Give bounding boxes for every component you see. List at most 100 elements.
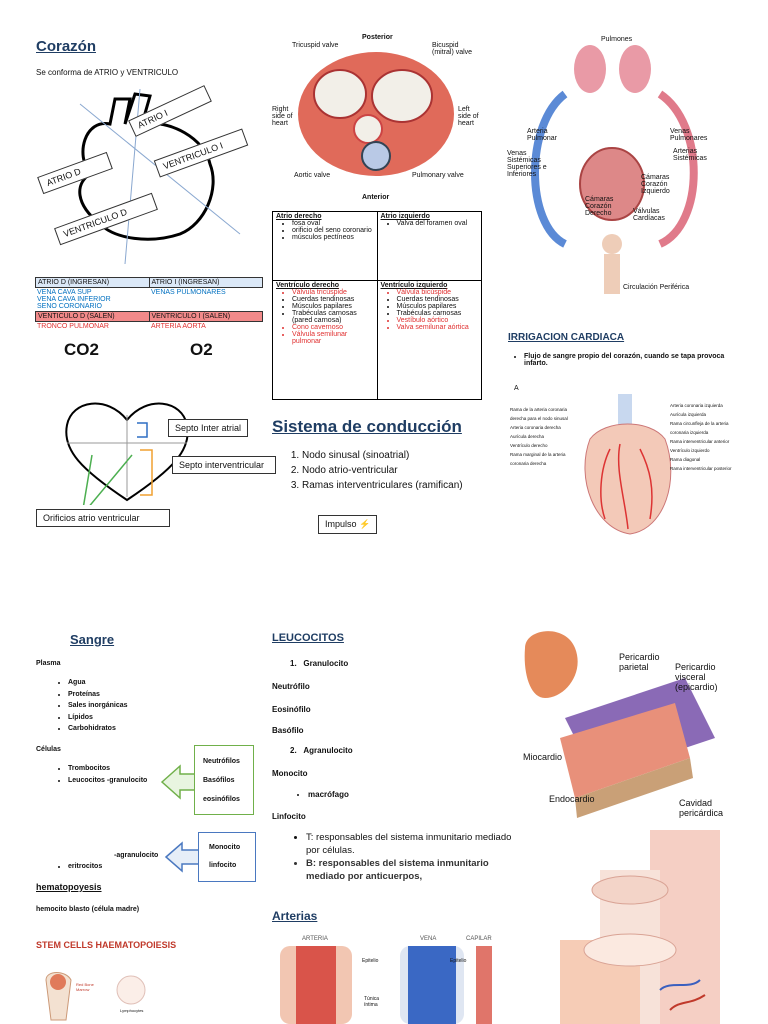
conduccion-item: Nodo sinusal (sinoatrial) — [302, 448, 463, 463]
vessel-tunica-label: Túnica íntima — [364, 996, 380, 1008]
salen-right-header: VENTRICULO I (SALEN) — [151, 313, 231, 320]
coronary-labels-right: Arteria coronaria izquierda Aurícula izq… — [670, 401, 732, 473]
granulocito-heading: 1. Granulocito — [290, 659, 349, 668]
o2-label: O2 — [190, 340, 213, 359]
vd-item: Válvula tricúspide — [292, 289, 374, 296]
macrofago-item: macrófago — [308, 790, 349, 799]
arterias-title: Arterias — [272, 909, 318, 923]
ad-item: fosa oval — [292, 220, 374, 227]
stem-title: STEM CELLS HAEMATOPOIESIS — [36, 940, 177, 950]
coronary-label: Rama circunfleja de la arteria coronaria… — [670, 421, 729, 435]
pericardio-figure: Pericardio parietal Pericardio visceral … — [515, 628, 733, 828]
vessels-illustration — [280, 946, 492, 1024]
leucocitos-title: LEUCOCITOS — [272, 632, 344, 644]
ad-item: orificio del seno coronario — [292, 227, 374, 234]
monocito-label: Monocito — [272, 769, 308, 778]
granulocito-item: eosinófilos — [203, 796, 240, 803]
conduccion-item: Ramas interventriculares (ramifican) — [302, 478, 463, 493]
ingresan-right-row: VENAS PULMONARES — [151, 289, 226, 296]
vessels-figure: ARTERIA VENA CAPILAR Epitelio Epitelio T… — [272, 934, 502, 1024]
valves-posterior: Posterior — [362, 34, 393, 41]
agranulocito-heading-label: Agranulocito — [303, 746, 353, 755]
valves-anterior: Anterior — [362, 194, 390, 201]
valves-right-side: Right side of heart — [272, 106, 293, 127]
corazon-subtitle: Se conforma de ATRIO y VENTRICULO — [36, 68, 179, 77]
agranulocitos-box: Monocito linfocito — [198, 832, 256, 882]
hemocito-text: hemocito blasto (célula madre) — [36, 906, 140, 913]
neutrofilo-label: Neutrófilo — [272, 682, 310, 691]
plasma-item: Proteínas — [68, 689, 128, 701]
ingresan-right-header: ATRIO I (INGRESAN) — [151, 279, 220, 286]
eritrocitos-list: eritrocitos — [52, 863, 102, 870]
coronary-label: Rama marginal de la arteria coronaria de… — [510, 452, 566, 466]
granulocito-item: Basófilos — [203, 777, 235, 784]
vd-item: Músculos papilares — [292, 303, 374, 310]
conduccion-item: Nodo atrio-ventricular — [302, 463, 463, 478]
coronary-heart-illustration — [584, 394, 672, 535]
impulso-label: Impulso — [325, 519, 357, 529]
vd-item: Válvula semilunar pulmonar — [292, 331, 374, 345]
stem-lymphocytes: Lymphocytes — [120, 1008, 144, 1013]
coronary-label: Aurícula izquierda — [670, 412, 707, 417]
circ-arteria-pulmonar: Arteria Pulmonar — [527, 128, 557, 142]
circ-camaras-der: Cámaras Corazón Derecho — [585, 196, 614, 217]
coronary-label: Rama interventricular posterior — [670, 466, 732, 471]
hematopoyesis-title: hematopoyesis — [36, 882, 102, 892]
corazon-title: Corazón — [36, 38, 96, 55]
coronary-label: Arteria coronaria izquierda — [670, 403, 723, 408]
conduccion-title: Sistema de conducción — [272, 417, 462, 436]
agranulocito-heading: 2. Agranulocito — [290, 746, 353, 755]
plasma-item: Agua — [68, 677, 128, 689]
celulas-item: Trombocitos — [68, 763, 147, 775]
vessel-wall-figure — [560, 830, 720, 1024]
circulation-illustration — [531, 45, 698, 294]
irrigacion-bullet: Flujo de sangre propio del corazón, cuan… — [524, 353, 749, 367]
septo-interventricular: Septo interventricular — [172, 456, 276, 474]
valves-pulmonary: Pulmonary valve — [412, 172, 464, 179]
coronary-label: Aurícula derecha — [510, 434, 545, 439]
celulas-label: Células — [36, 746, 61, 753]
celulas-list: Trombocitos Leucocitos -granulocito — [52, 763, 147, 787]
circ-venas-pulmonares: Venas Pulmonares — [670, 128, 708, 142]
vi-item: Valva semilunar aórtica — [397, 324, 479, 331]
granulocito-item: Neutrófilos — [203, 758, 240, 765]
plasma-item: Sales inorgánicas — [68, 700, 128, 712]
circ-arterias-sistemicas: Arterias Sistémicas — [673, 148, 707, 162]
coronary-label: Ventrículo derecho — [510, 443, 548, 448]
pericardio-cavidad: Cavidad pericárdica — [679, 798, 724, 818]
stem-cells-figure: STEM CELLS HAEMATOPOIESIS Red Bone Marro… — [36, 940, 186, 1024]
impulso-box: Impulso ⚡ — [318, 515, 378, 534]
co2-label: CO2 — [64, 340, 99, 359]
coronary-labels-left: Rama de la arteria coronaria derecha par… — [510, 405, 572, 468]
valves-aortic: Aortic valve — [294, 172, 331, 179]
circ-periferica: Circulación Periférica — [623, 284, 690, 291]
septo-inter-atrial: Septo Inter atrial — [168, 419, 249, 437]
eosinofilo-label: Eosinófilo — [272, 705, 311, 714]
vi-header: Ventrículo izquierdo — [380, 282, 448, 289]
coronary-label: Rama diagonal — [670, 457, 701, 462]
stem-red-bone: Red Bone Marrow — [76, 982, 94, 992]
vi-item: Cuerdas tendinosas — [397, 296, 479, 303]
irrigacion-list: Flujo de sangre propio del corazón, cuan… — [508, 353, 749, 367]
macrofago-list: macrófago — [290, 790, 349, 799]
valves-figure: Posterior Tricuspid valve Bicuspid (mitr… — [272, 34, 480, 204]
circ-camaras-izq: Cámaras Corazón Izquierdo — [641, 174, 670, 195]
circ-venas-sistemicas: Venas Sistémicas Superiores e Inferiores — [507, 150, 547, 178]
ingresan-table: ATRIO D (INGRESAN) ATRIO I (INGRESAN) VE… — [35, 277, 263, 331]
irrigacion-title: IRRIGACION CARDIACA — [508, 332, 625, 343]
lightning-icon: ⚡ — [359, 519, 371, 529]
stem-illustration — [45, 972, 146, 1021]
ai-item: Valva del foramen oval — [397, 220, 479, 227]
valves-bicuspid: Bicuspid (mitral) valve — [432, 42, 473, 56]
eritrocitos-item: eritrocitos — [68, 863, 102, 870]
celulas-item: Leucocitos -granulocito — [68, 775, 147, 787]
pericardio-parietal: Pericardio parietal — [619, 652, 660, 672]
vessel-capilar-label: CAPILAR — [466, 936, 492, 942]
valves-illustration — [298, 52, 454, 176]
coronary-label: Rama de la arteria coronaria derecha par… — [510, 407, 568, 421]
valves-tricuspid: Tricuspid valve — [292, 42, 339, 49]
linfocito-label: Linfocito — [272, 812, 306, 821]
ingresan-left-row: VENA CAVA SUP — [37, 289, 92, 296]
ad-header: Atrio derecho — [276, 213, 322, 220]
agranulocito-item: Monocito — [209, 844, 241, 851]
